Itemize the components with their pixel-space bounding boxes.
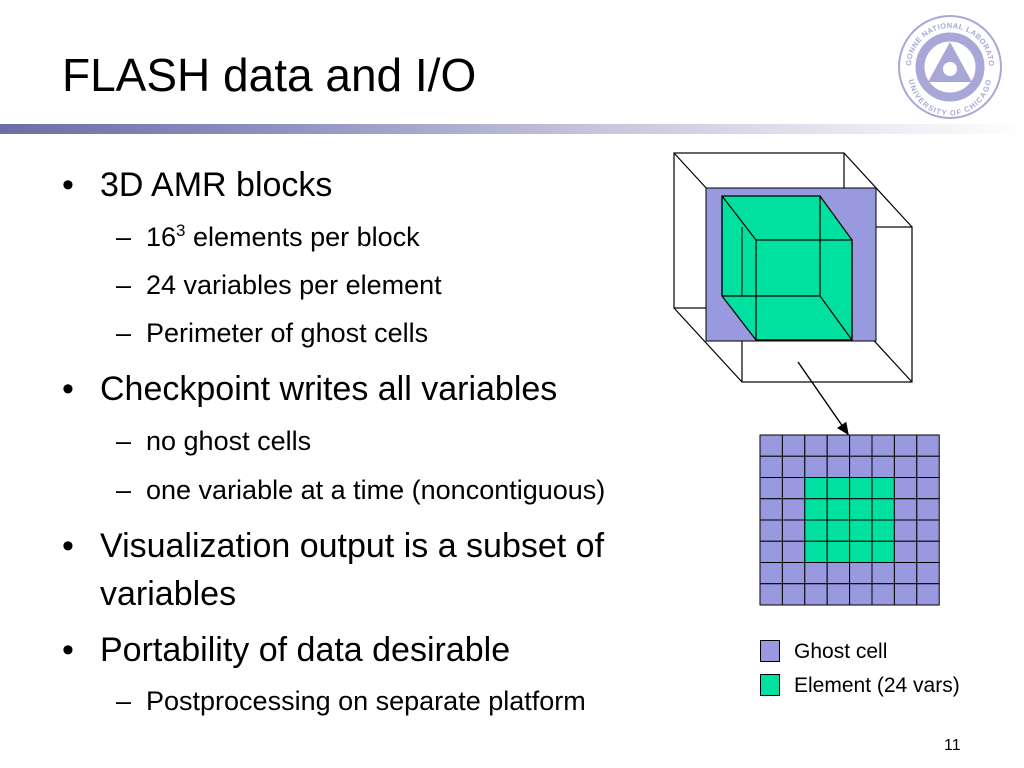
ghost-cell [849,562,873,585]
ghost-cell [893,540,918,563]
ghost-cell [916,498,940,521]
element-cell [871,477,895,500]
bullet-text: Portability of data desirable [100,631,511,669]
ghost-cell [893,519,918,542]
sub-bullet-text: one variable at a time (noncontiguous) [146,475,606,505]
ghost-cell [916,434,940,457]
element-cell [871,540,895,563]
sub-bullet-text: no ghost cells [146,426,312,456]
sub-bullet-marker: – [116,318,132,348]
element-cell [871,498,895,521]
ghost-cell [849,583,873,606]
element-cell [804,498,828,521]
ghost-cell [781,498,806,521]
sub-bullet-marker: – [116,475,132,505]
element-cell [804,477,828,500]
ghost-cell [871,455,895,478]
ghost-cell [781,455,806,478]
ghost-cell [871,562,895,585]
ghost-cell [826,455,851,478]
ghost-cell [804,434,828,457]
superscript: 3 [176,221,186,240]
ghost-cell [849,455,873,478]
ghost-cell-swatch [760,640,780,662]
ghost-cell [759,540,783,563]
bullet-marker: • [62,370,74,408]
element-cell [871,519,895,542]
element-cell [826,498,851,521]
ghost-cell [916,540,940,563]
element-cell [804,519,828,542]
ghost-cell [781,434,806,457]
ghost-cell [759,455,783,478]
ghost-cell [916,562,940,585]
ghost-cell [781,477,806,500]
element-cell [849,477,873,500]
sub-bullet-marker: – [116,270,132,300]
ghost-cell [759,477,783,500]
ghost-cell [893,562,918,585]
element-cell [849,519,873,542]
ghost-cell [759,583,783,606]
ghost-cell [826,434,851,457]
ghost-cell [871,583,895,606]
ghost-cell [826,562,851,585]
page-number: 11 [944,737,961,754]
ghost-cell [759,498,783,521]
ghost-cell [804,562,828,585]
ghost-cell [916,583,940,606]
ghost-cell [893,477,918,500]
ghost-cell [804,583,828,606]
sub-bullet-text: 24 variables per element [146,270,442,300]
element-cell [849,498,873,521]
bullet-text: 3D AMR blocks [100,166,333,204]
element-swatch [760,674,780,696]
ghost-cell [871,434,895,457]
ghost-cell [781,562,806,585]
sub-bullet-marker: – [116,686,132,716]
bullet-marker: • [62,631,74,669]
sub-bullet-text: Perimeter of ghost cells [146,318,429,348]
legend-label: Ghost cell [794,640,888,663]
element-cube [721,195,853,341]
ghost-cell [804,455,828,478]
slide-title: FLASH data and I/O [62,49,477,101]
ghost-cell [781,583,806,606]
ghost-cell [781,540,806,563]
ghost-cell [849,434,873,457]
legend-label: Element (24 vars) [794,674,960,697]
ghost-cell [826,583,851,606]
ghost-cell [759,519,783,542]
argonne-logo: ARGONNE NATIONAL LABORATORY UNIVERSITY O… [895,12,1002,119]
element-cell [826,477,851,500]
bullet-text: Checkpoint writes all variables [100,370,558,408]
bullet-text: Visualization output is a subset of [100,527,605,565]
cell-grid [759,434,940,606]
element-cell [826,540,851,563]
ghost-cell [916,519,940,542]
title-divider [0,124,1024,134]
arrow-to-grid [797,361,849,436]
ghost-cell [893,455,918,478]
ghost-cell [916,477,940,500]
ghost-cell [916,455,940,478]
sub-bullet-text: 163 elements per block [146,221,420,252]
sub-bullet-marker: – [116,426,132,456]
bullet-marker: • [62,527,74,565]
sub-bullet-marker: – [116,222,132,252]
element-cell [849,540,873,563]
element-cell [804,540,828,563]
ghost-cell [893,498,918,521]
ghost-cell [781,519,806,542]
ghost-cell [759,562,783,585]
bullet-text: variables [100,575,237,613]
ghost-cell [893,583,918,606]
ghost-cell [893,434,918,457]
ghost-cell [759,434,783,457]
element-cell [826,519,851,542]
bullet-marker: • [62,166,74,204]
sub-bullet-text: Postprocessing on separate platform [146,686,586,716]
